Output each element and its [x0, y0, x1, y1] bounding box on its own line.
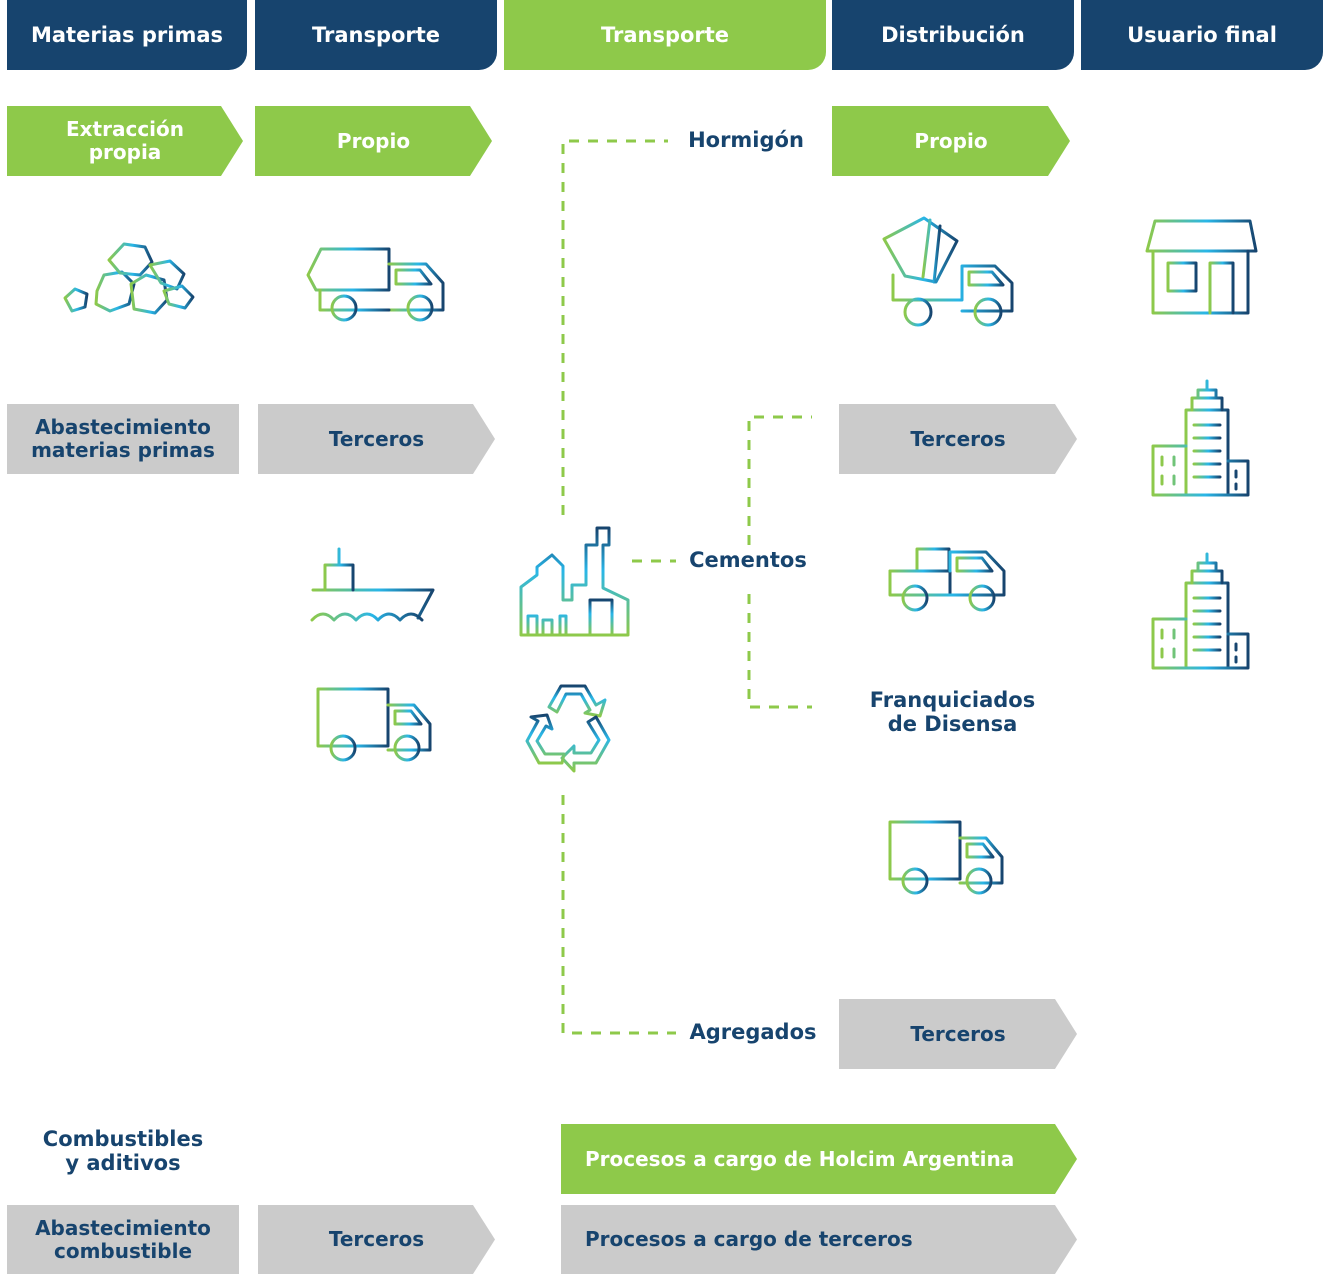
office-building-icon — [1151, 552, 1250, 670]
fuel-transport-third-tag: Terceros — [258, 1205, 495, 1274]
transport-third-tag: Terceros — [258, 404, 495, 474]
fuels-additives-label: Combustibles y aditivos — [42, 1127, 204, 1176]
truck-icon — [888, 820, 1004, 895]
header-transport-2: Transporte — [504, 0, 826, 70]
fuel-supply-tag: Abastecimiento combustible — [7, 1205, 239, 1274]
header-distribution: Distribución — [832, 0, 1074, 70]
aggregates-third-tag: Terceros — [839, 999, 1077, 1069]
concrete-mixer-icon — [882, 216, 1014, 327]
dump-truck-icon — [306, 247, 445, 322]
raw-material-supply-tag: Abastecimiento materias primas — [7, 404, 239, 474]
header-transport-1: Transporte — [255, 0, 497, 70]
rocks-icon — [63, 242, 195, 315]
distribution-own-tag: Propio — [832, 106, 1070, 176]
legend-holcim: Procesos a cargo de Holcim Argentina — [561, 1124, 1077, 1194]
header-end-user: Usuario final — [1081, 0, 1323, 70]
distribution-third-tag: Terceros — [839, 404, 1077, 474]
factory-icon — [519, 526, 630, 637]
house-icon — [1145, 219, 1258, 315]
franchise-label: Franquiciados de Disensa — [869, 688, 1036, 737]
header-raw-materials: Materias primas — [7, 0, 247, 70]
concrete-label: Hormigón — [688, 128, 804, 152]
transport-own-tag: Propio — [255, 106, 492, 176]
ship-icon — [310, 547, 435, 622]
legend-third-party: Procesos a cargo de terceros — [561, 1205, 1077, 1274]
recycle-icon — [525, 684, 611, 773]
cement-label: Cementos — [689, 548, 807, 572]
pickup-truck-icon — [888, 547, 1006, 612]
aggregates-label: Agregados — [689, 1020, 817, 1044]
own-extraction-tag: Extracción propia — [7, 106, 243, 176]
office-building-icon — [1151, 379, 1250, 497]
truck-icon — [316, 687, 432, 762]
